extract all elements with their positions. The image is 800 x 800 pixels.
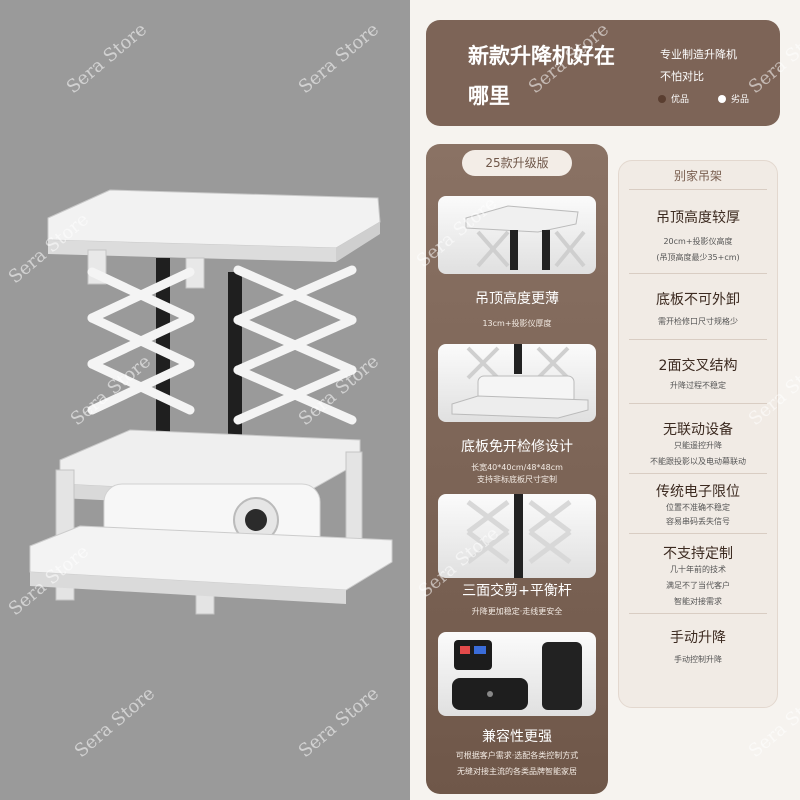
- divider: [629, 473, 767, 474]
- other-desc-no-linkage-1: 只能遥控升降: [674, 441, 722, 450]
- other-desc-double-scissor: 升降过程不稳定: [670, 381, 726, 390]
- feature-image-bottom-plate: [438, 344, 596, 422]
- projector-lift-illustration: [29, 189, 393, 615]
- other-title-electronic-limit: 传统电子限位: [656, 484, 740, 500]
- other-desc-electronic-limit-2: 容易串码丢失信号: [666, 517, 730, 526]
- feature-desc-triple-scissor: 升降更加稳定·走线更安全: [471, 607, 563, 616]
- other-desc-no-custom-1: 几十年前的技术: [670, 565, 726, 574]
- other-desc-electronic-limit-1: 位置不准确不稳定: [666, 503, 730, 512]
- other-desc-no-custom-3: 智能对接需求: [674, 597, 722, 606]
- other-desc-no-linkage-2: 不能跟投影以及电动幕联动: [650, 457, 746, 466]
- divider: [629, 613, 767, 614]
- other-title-manual-lift: 手动升降: [670, 630, 726, 646]
- product-photo-panel: [0, 0, 410, 800]
- divider: [629, 533, 767, 534]
- header-banner: 新款升降机好在哪里 专业制造升降机 不怕对比 优品 劣品: [426, 20, 780, 126]
- page-title: 新款升降机好在哪里: [468, 44, 615, 108]
- our-product-column: 25款升级版 吊顶高度更薄 13cm+投影仪厚度 底板免开检修设计 长宽40*4…: [426, 144, 608, 794]
- other-title-no-custom: 不支持定制: [663, 546, 733, 562]
- other-brand-badge: 别家吊架: [673, 169, 722, 183]
- header-subtitle-line2: 不怕对比: [660, 70, 704, 83]
- divider: [629, 189, 767, 190]
- divider: [629, 273, 767, 274]
- divider: [629, 339, 767, 340]
- upgrade-badge: 25款升级版: [462, 150, 572, 176]
- other-title-double-scissor: 2面交叉结构: [658, 358, 738, 374]
- header-subtitle-line1: 专业制造升降机: [660, 48, 737, 61]
- feature-title-bottom-plate: 底板免开检修设计: [461, 439, 573, 455]
- other-title-no-linkage: 无联动设备: [663, 422, 733, 438]
- feature-desc-thin-ceiling: 13cm+投影仪厚度: [482, 319, 552, 328]
- feature-title-thin-ceiling: 吊顶高度更薄: [475, 291, 559, 307]
- feature-desc-bottom-plate-2: 支持非标底板尺寸定制: [477, 475, 557, 484]
- legend-good-dot: [658, 94, 666, 103]
- divider: [629, 403, 767, 404]
- feature-desc-bottom-plate-1: 长宽40*40cm/48*48cm: [471, 463, 563, 472]
- feature-image-thin-ceiling: [438, 196, 596, 274]
- comparison-panel: 新款升降机好在哪里 专业制造升降机 不怕对比 优品 劣品 25款升级版 吊顶高度…: [410, 0, 800, 800]
- feature-image-triple-scissor: [438, 494, 596, 578]
- feature-title-compatibility: 兼容性更强: [482, 729, 552, 745]
- other-desc-thick-ceiling-1: 20cm+投影仪高度: [663, 237, 733, 246]
- legend-good: 优品: [658, 92, 689, 105]
- other-title-fixed-plate: 底板不可外卸: [656, 292, 740, 308]
- feature-image-compatibility: [438, 632, 596, 716]
- legend-bad-label: 劣品: [731, 95, 750, 105]
- other-brand-column: 别家吊架 吊顶高度较厚 20cm+投影仪高度 (吊顶高度最少35+cm) 底板不…: [618, 160, 778, 708]
- feature-desc-compatibility-1: 可根据客户需求·选配各类控制方式: [455, 751, 579, 760]
- other-desc-manual-lift: 手动控制升降: [674, 655, 722, 664]
- legend-bad: 劣品: [718, 92, 749, 105]
- legend-good-label: 优品: [671, 95, 690, 105]
- other-title-thick-ceiling: 吊顶高度较厚: [656, 210, 740, 226]
- feature-title-triple-scissor: 三面交剪+平衡杆: [462, 583, 572, 599]
- other-desc-thick-ceiling-2: (吊顶高度最少35+cm): [656, 253, 740, 262]
- feature-desc-compatibility-2: 无缝对接主流的各类品牌智能家居: [457, 767, 577, 776]
- other-desc-no-custom-2: 满足不了当代客户: [666, 581, 730, 590]
- other-desc-fixed-plate: 需开检修口尺寸规格少: [658, 317, 738, 326]
- legend-bad-dot: [718, 94, 726, 103]
